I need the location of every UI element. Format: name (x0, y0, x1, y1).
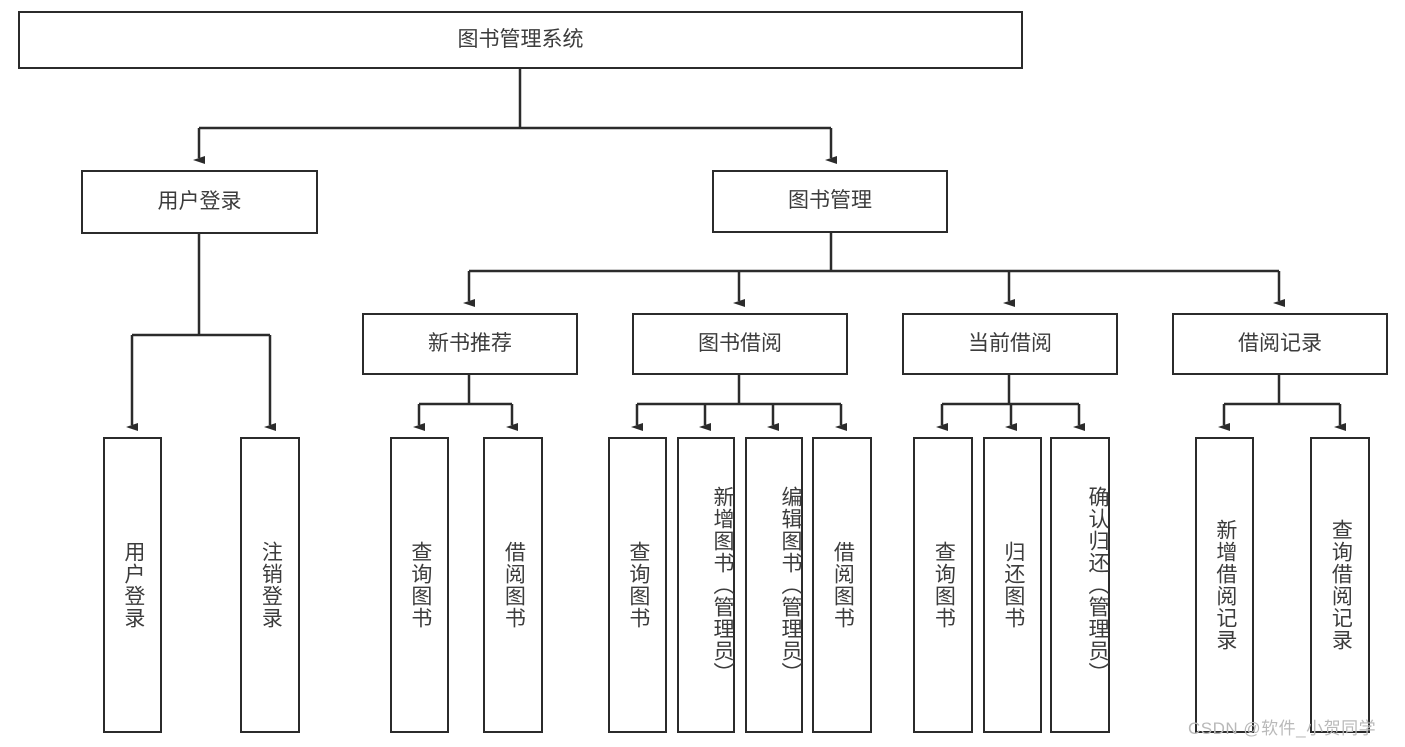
node-current-borrow[interactable]: 当前借阅 (902, 313, 1118, 375)
leaf-book-borrow-edit[interactable]: 编辑图书（管理员） (745, 437, 803, 733)
node-user-login[interactable]: 用户登录 (81, 170, 318, 234)
node-book-borrow[interactable]: 图书借阅 (632, 313, 848, 375)
leaf-current-borrow-query[interactable]: 查询图书 (913, 437, 973, 733)
node-root-system[interactable]: 图书管理系统 (18, 11, 1023, 69)
leaf-book-borrow-borrow[interactable]: 借阅图书 (812, 437, 872, 733)
leaf-current-borrow-confirm[interactable]: 确认归还（管理员） (1050, 437, 1110, 733)
leaf-borrow-record-query[interactable]: 查询借阅记录 (1310, 437, 1370, 733)
leaf-current-borrow-return[interactable]: 归还图书 (983, 437, 1042, 733)
leaf-user-login-logout[interactable]: 注销登录 (240, 437, 300, 733)
leaf-borrow-record-add[interactable]: 新增借阅记录 (1195, 437, 1254, 733)
csdn-watermark: CSDN @软件_小贺同学 (1188, 719, 1377, 738)
leaf-new-book-query[interactable]: 查询图书 (390, 437, 449, 733)
leaf-user-login-login[interactable]: 用户登录 (103, 437, 162, 733)
leaf-book-borrow-add[interactable]: 新增图书（管理员） (677, 437, 735, 733)
node-new-book-recommend[interactable]: 新书推荐 (362, 313, 578, 375)
node-book-manage[interactable]: 图书管理 (712, 170, 948, 233)
leaf-book-borrow-query[interactable]: 查询图书 (608, 437, 667, 733)
node-borrow-record[interactable]: 借阅记录 (1172, 313, 1388, 375)
leaf-new-book-borrow[interactable]: 借阅图书 (483, 437, 543, 733)
